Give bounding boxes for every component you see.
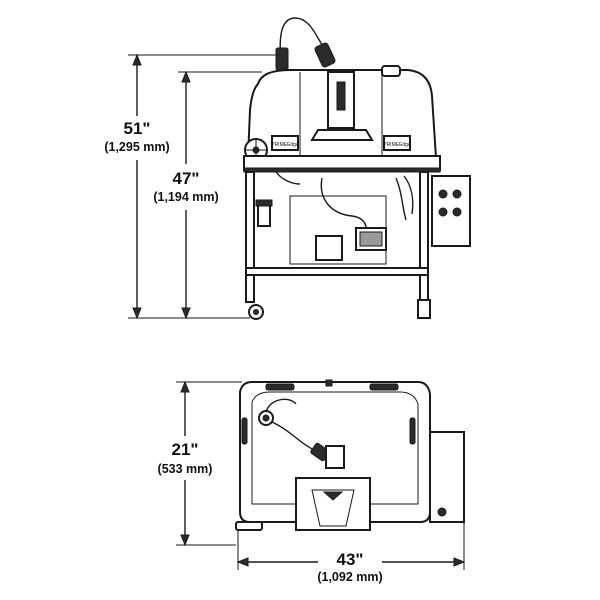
top-motor-knob (437, 507, 447, 517)
top-side-handle-right (409, 417, 416, 445)
front-caster-right (417, 299, 431, 319)
front-cord-plug (314, 42, 336, 68)
front-hood-vent (381, 65, 401, 77)
front-cord-strain-relief (275, 47, 289, 71)
top-motor-housing (429, 431, 465, 523)
front-crossbar (245, 267, 429, 276)
dim-51-metric: (1,295 mm) (104, 140, 169, 154)
dim-43-imperial: 43" (337, 550, 364, 569)
top-label-plate (325, 445, 345, 469)
top-inner-outline (251, 391, 419, 505)
front-control-button-3 (438, 207, 448, 217)
front-table-band-lip (243, 167, 441, 173)
front-tray (310, 129, 374, 141)
front-leg-right (419, 171, 429, 303)
top-chute-inner (311, 489, 355, 527)
front-inner-pump (315, 235, 343, 261)
top-side-handle-left (241, 417, 248, 445)
front-view: PRIMEEdge PRIMEEdge (104, 17, 471, 320)
front-control-box (431, 175, 471, 247)
front-control-button-4 (452, 207, 462, 217)
top-handle-left (265, 383, 295, 391)
dim-21-metric: (533 mm) (158, 462, 213, 476)
dim-47-imperial: 47" (173, 169, 200, 188)
top-handle-right (369, 383, 399, 391)
front-filter-cap (255, 199, 273, 207)
dim-51-line (128, 53, 280, 320)
top-foot-pedal (235, 521, 263, 531)
dim-51-imperial: 51" (124, 119, 151, 138)
dim-47-line (178, 70, 262, 320)
front-leg-left (245, 171, 255, 303)
front-motor-block-inner (359, 231, 383, 247)
dim-43-metric: (1,092 mm) (317, 570, 382, 584)
top-view: 21" (533 mm) 43" (1,092 mm) (158, 379, 466, 584)
front-brand-plate-right (383, 135, 411, 151)
dim-43-line (236, 522, 466, 570)
front-brand-plate-left-text: PRIMEEdge (271, 142, 299, 148)
top-center-mark (325, 379, 333, 387)
front-left-cable (275, 171, 301, 185)
dim-47-metric: (1,194 mm) (153, 190, 218, 204)
front-center-chute-slot (336, 81, 346, 111)
top-chute-arrow (322, 491, 344, 501)
front-brand-plate-left (271, 135, 299, 151)
front-control-button-1 (438, 189, 448, 199)
front-filter (257, 203, 271, 227)
top-chute (295, 477, 371, 531)
dim-21-line (176, 380, 242, 547)
front-right-cable (395, 175, 414, 221)
dim-21-imperial: 21" (172, 440, 199, 459)
front-brand-plate-right-text: PRIMEEdge (383, 142, 411, 148)
front-control-button-2 (452, 189, 462, 199)
front-power-cord (279, 17, 325, 69)
